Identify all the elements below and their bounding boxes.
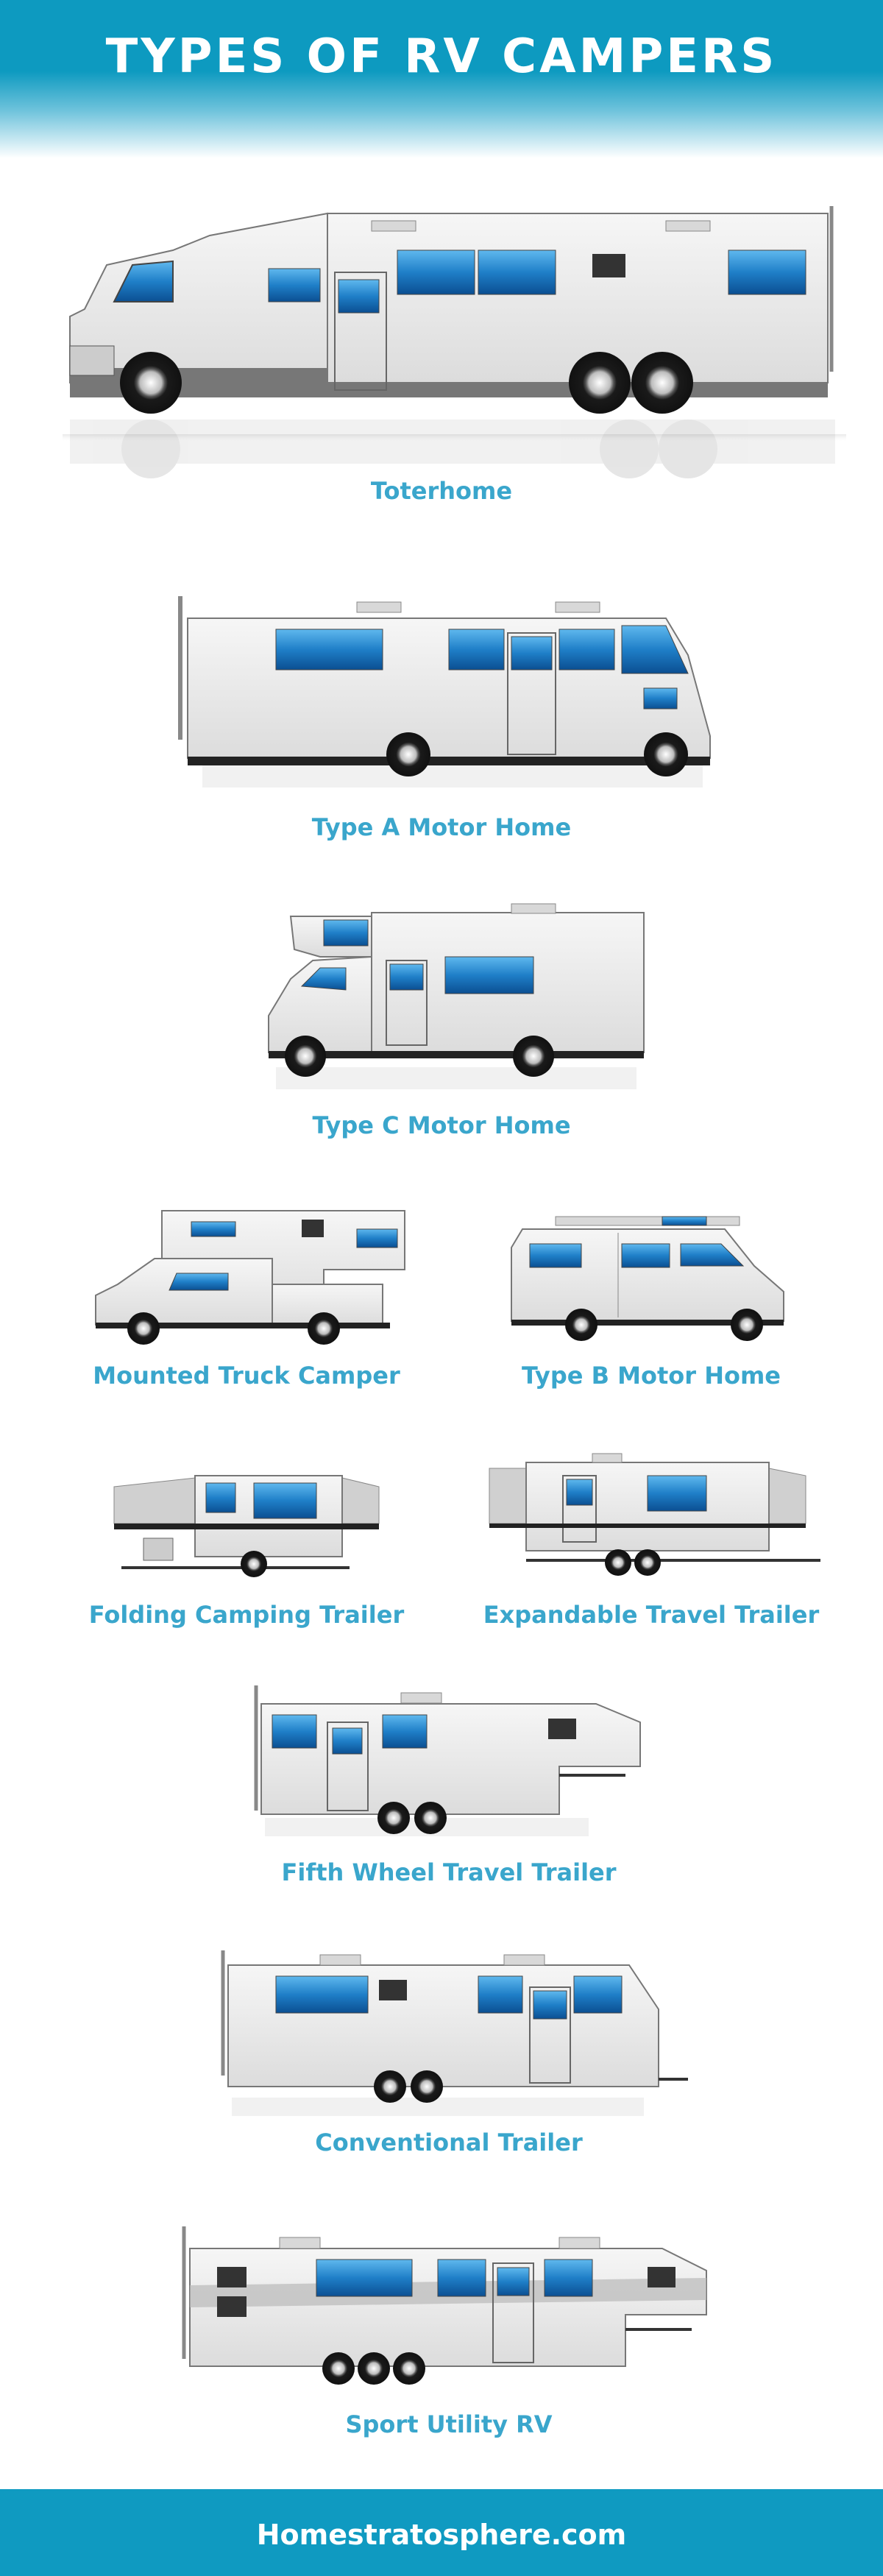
folding-camping-trailer-illustration [113, 1475, 380, 1577]
vehicle-label-fifth-wheel-travel-trailer: Fifth Wheel Travel Trailer [281, 1858, 617, 1886]
vehicle-label-sport-utility-rv: Sport Utility RV [345, 2410, 553, 2438]
mounted-truck-camper-illustration [95, 1210, 405, 1345]
header-banner: TYPES OF RV CAMPERS [0, 0, 883, 158]
vehicle-label-type-b-motor-home: Type B Motor Home [521, 1362, 781, 1390]
footer-banner: Homestratosphere.com [0, 2489, 883, 2576]
vehicle-label-type-a-motor-home: Type A Motor Home [311, 813, 572, 841]
type-b-motor-home-illustration [511, 1216, 784, 1341]
page-title: TYPES OF RV CAMPERS [105, 29, 778, 84]
vehicle-label-expandable-travel-trailer: Expandable Travel Trailer [483, 1601, 820, 1629]
type-a-motor-home-illustration [178, 596, 711, 788]
vehicle-label-conventional-trailer: Conventional Trailer [315, 2129, 583, 2156]
fifth-wheel-travel-trailer-illustration [254, 1685, 641, 1836]
type-c-motor-home-illustration [268, 903, 645, 1089]
vehicle-label-folding-camping-trailer: Folding Camping Trailer [88, 1601, 405, 1629]
sport-utility-rv-illustration [182, 2226, 707, 2385]
expandable-travel-trailer-illustration [489, 1453, 820, 1576]
vehicle-label-toterhome: Toterhome [370, 477, 513, 505]
toterhome-illustration [63, 206, 846, 478]
conventional-trailer-illustration [221, 1950, 688, 2116]
vehicle-label-type-c-motor-home: Type C Motor Home [312, 1111, 571, 1139]
vehicle-label-mounted-truck-camper: Mounted Truck Camper [93, 1362, 400, 1390]
footer-site-link[interactable]: Homestratosphere.com [256, 2519, 627, 2551]
